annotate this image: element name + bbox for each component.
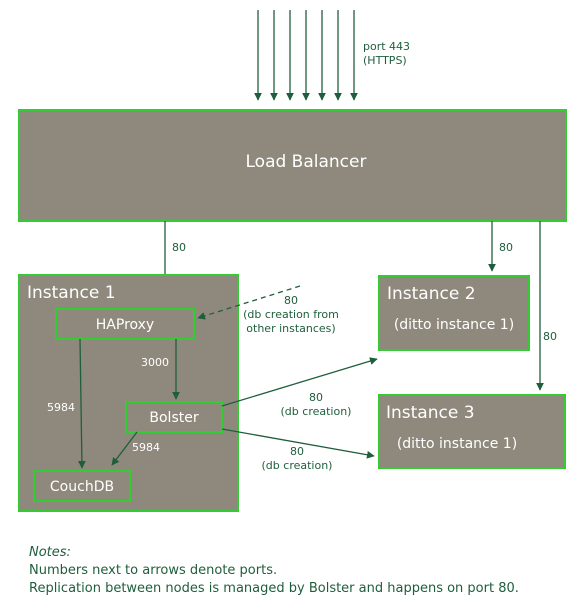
instance2-box: [378, 275, 530, 351]
bolster-to-instance3-arrow: [221, 428, 375, 459]
external-note-2: other instances): [246, 322, 335, 335]
notes-section: Notes: Numbers next to arrows denote por…: [29, 544, 519, 598]
bolster-to-instance2-arrow: [221, 357, 378, 407]
external-port: 80: [284, 294, 298, 307]
instance1-title: Instance 1: [27, 283, 116, 303]
lb-haproxy-port: 80: [172, 241, 186, 254]
notes-line-1: Numbers next to arrows denote ports.: [29, 563, 278, 578]
bolster-instance3-note: (db creation): [262, 459, 333, 472]
bolster-instance3-port: 80: [290, 445, 304, 458]
instance3-box: [378, 394, 566, 469]
instance3-sub: (ditto instance 1): [397, 436, 517, 452]
lb-instance3-port: 80: [543, 330, 557, 343]
bolster-couchdb-port: 5984: [132, 441, 160, 454]
instance1-box: [18, 274, 239, 512]
bolster-instance2-port: 80: [309, 391, 323, 404]
bolster-to-couchdb-arrow: [111, 431, 138, 466]
haproxy-label: HAProxy: [96, 317, 154, 333]
port-443-label: port 443: [363, 40, 410, 53]
instance3-title: Instance 3: [386, 403, 475, 423]
external-note-1: (db creation from: [243, 308, 339, 321]
notes-line-2: Replication between nodes is managed by …: [29, 581, 519, 596]
load-balancer-box: [18, 109, 567, 222]
instance2-sub: (ditto instance 1): [394, 317, 514, 333]
haproxy-couchdb-port: 5984: [47, 401, 75, 414]
incoming-arrows: [254, 10, 358, 101]
bolster-label: Bolster: [149, 410, 198, 426]
haproxy-box: [55, 308, 195, 340]
couchdb-box: [33, 470, 131, 502]
lb-instance2-port: 80: [499, 241, 513, 254]
bolster-box: [125, 401, 223, 433]
haproxy-to-couchdb-arrow: [77, 338, 86, 469]
notes-title: Notes:: [29, 545, 71, 560]
bolster-instance2-note: (db creation): [281, 405, 352, 418]
instance2-title: Instance 2: [387, 284, 476, 304]
https-label: (HTTPS): [363, 54, 407, 67]
couchdb-label: CouchDB: [50, 479, 114, 495]
haproxy-bolster-port: 3000: [141, 356, 169, 369]
load-balancer-label: Load Balancer: [246, 152, 367, 172]
